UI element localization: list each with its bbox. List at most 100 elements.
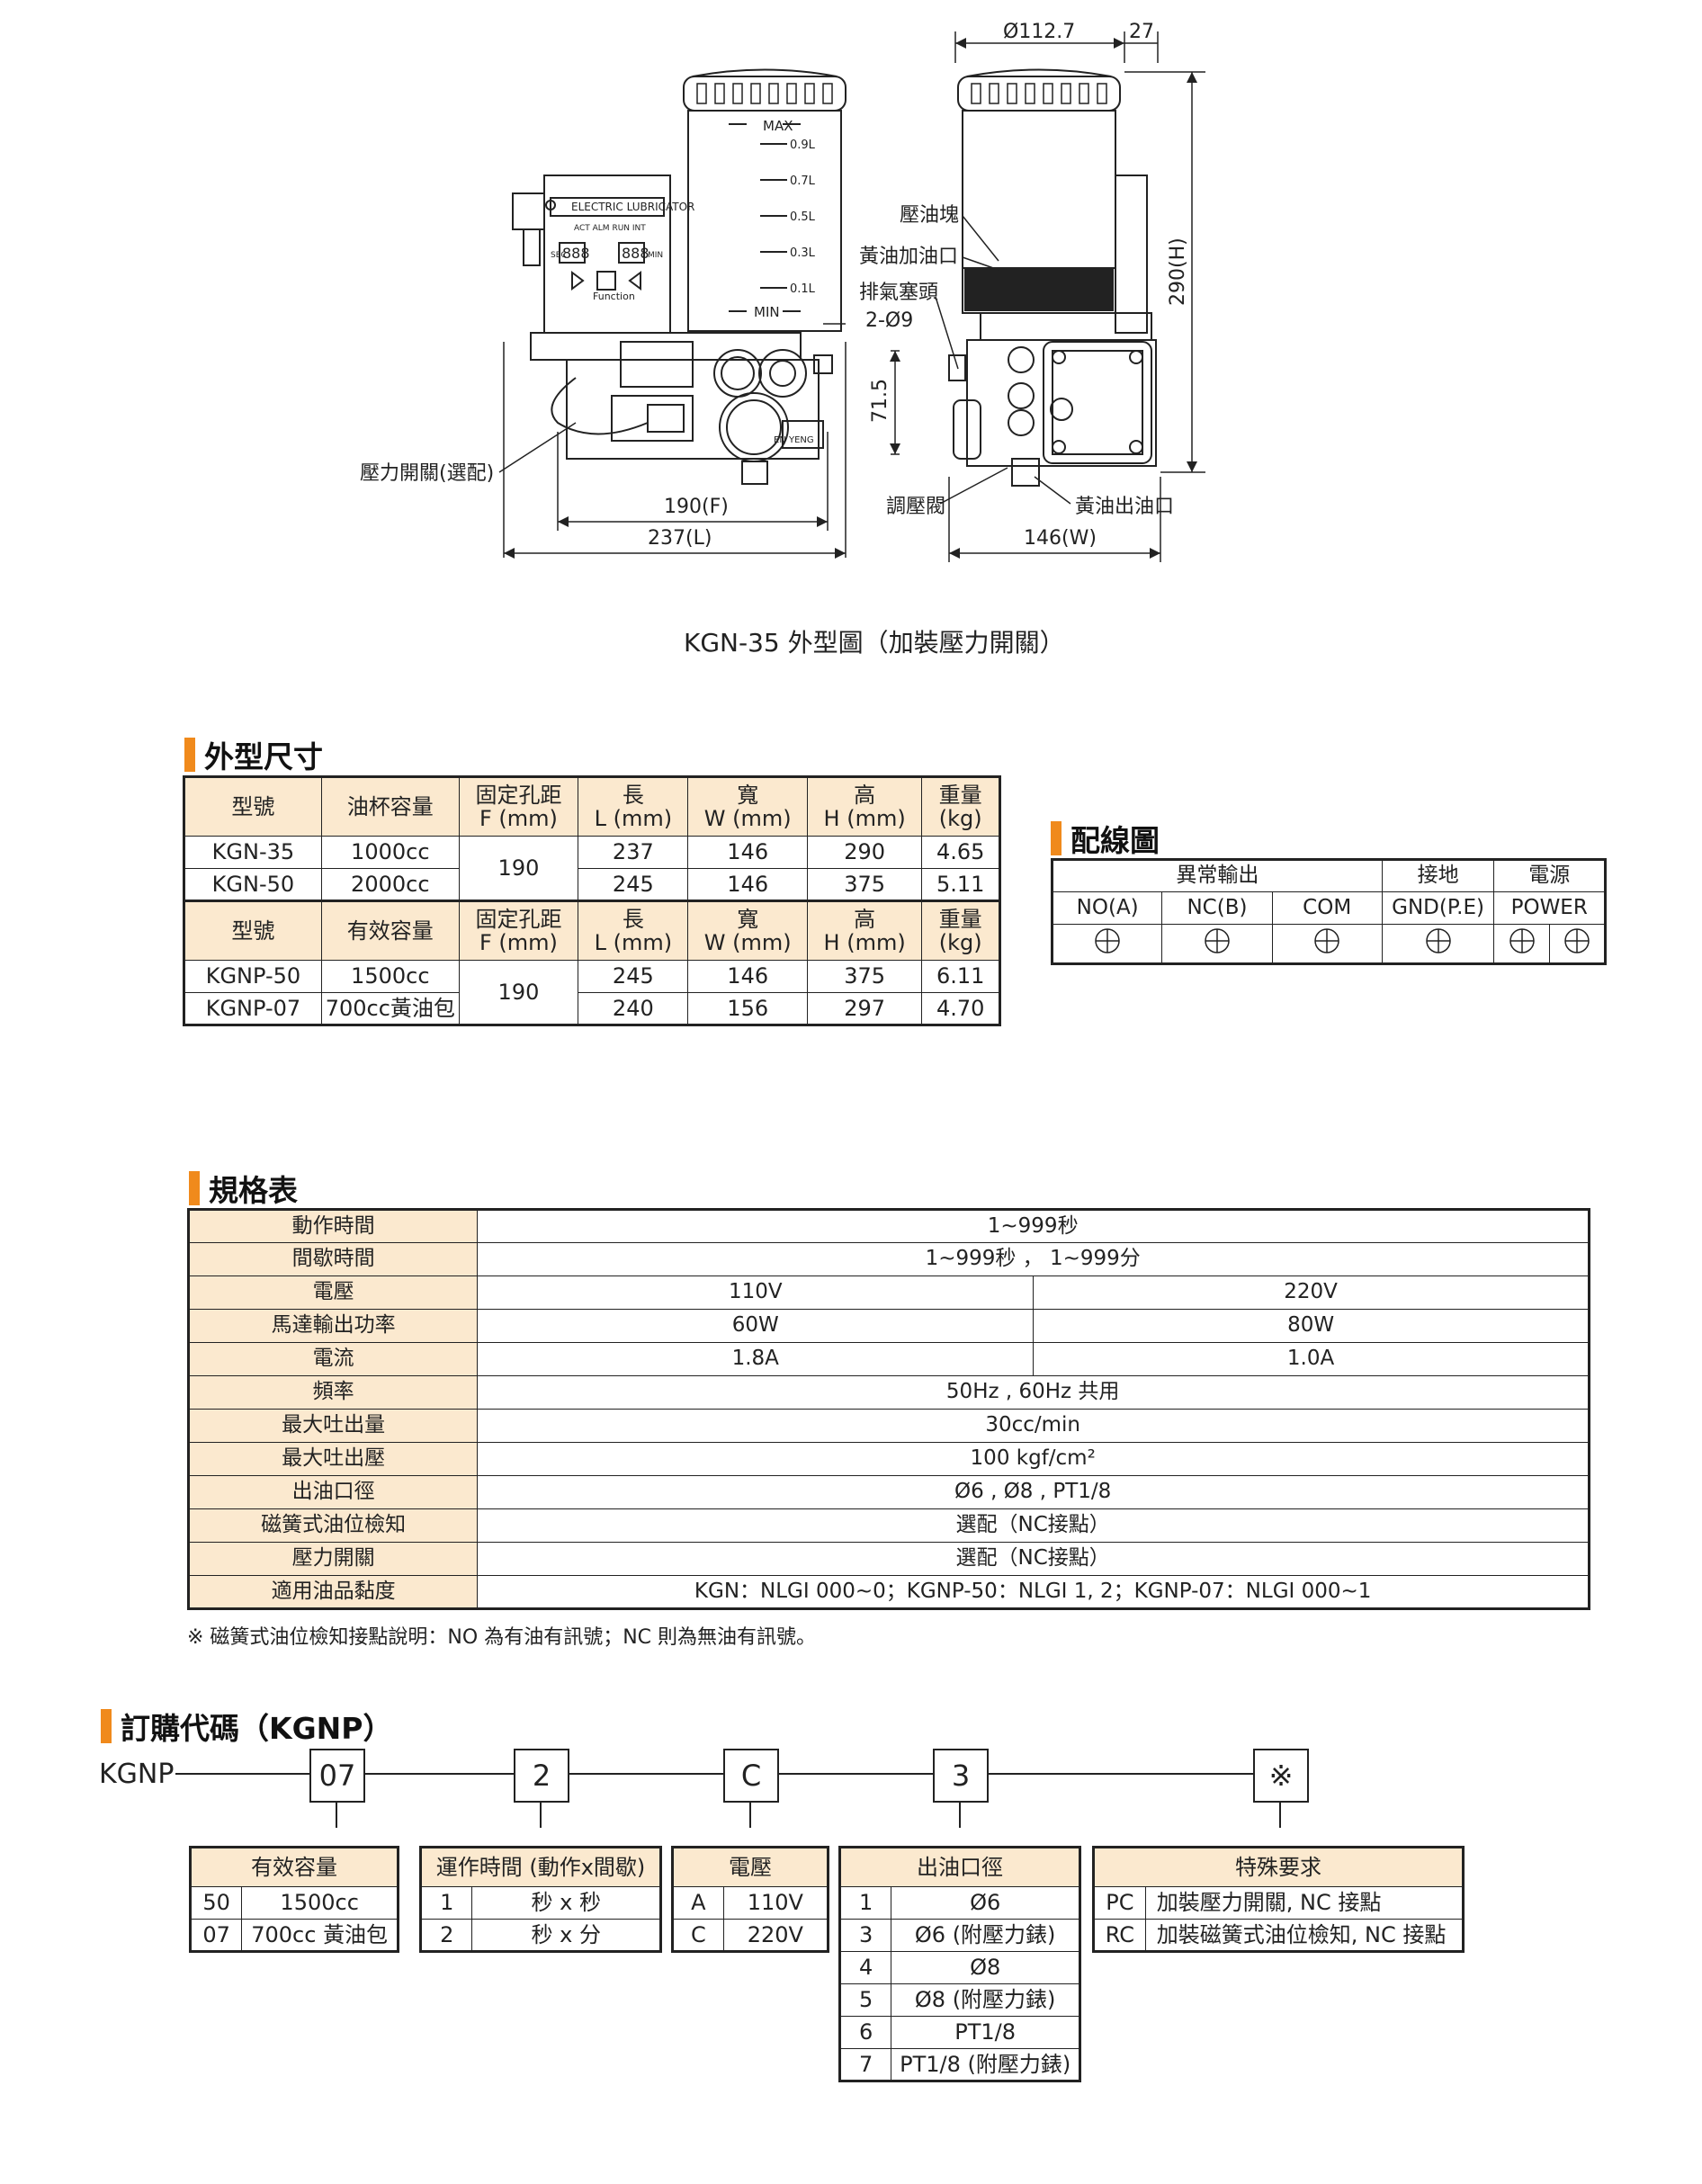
spec-note: ※ 磁簧式油位檢知接點說明：NO 為有油有訊號；NC 則為無油有訊號。 xyxy=(187,1626,817,1649)
terminal-screw-icon xyxy=(1549,924,1606,964)
dim-146-w: 146(W) xyxy=(1024,527,1097,550)
callout-pressure-valve: 調壓閥 xyxy=(886,496,945,518)
group-alarm-output: 異常輸出 xyxy=(1052,859,1383,892)
cell-hole-pitch: 190 xyxy=(458,836,579,901)
order-section-header: 訂購代碼（KGNP） xyxy=(101,1705,392,1748)
cell-capacity: 700cc黃油包 xyxy=(320,992,460,1025)
desc-cell: 秒 x 秒 xyxy=(471,1886,661,1920)
cell-width: 146 xyxy=(687,868,808,901)
desc-cell: Ø8 (附壓力錶) xyxy=(891,1983,1080,2017)
spec-value-220v: 220V xyxy=(1033,1275,1590,1310)
callout-pressure-block: 壓油塊 xyxy=(900,204,959,227)
spec-value: Ø6 , Ø8 , PT1/8 xyxy=(477,1475,1590,1509)
desc-cell: 秒 x 分 xyxy=(471,1919,661,1952)
col-weight: 重量 (kg) xyxy=(921,776,1000,837)
spec-title: 規格表 xyxy=(209,1173,298,1208)
cell-model: KGN-50 xyxy=(184,868,322,901)
spec-label: 電流 xyxy=(187,1342,479,1376)
spec-label: 磁簧式油位檢知 xyxy=(187,1508,479,1543)
code-special-box: ※ xyxy=(1253,1749,1309,1803)
col-model: 型號 xyxy=(184,776,322,837)
section-marker xyxy=(189,1171,200,1205)
cell-model: KGN-35 xyxy=(184,836,322,869)
tank-mark-01: 0.1L xyxy=(790,282,816,296)
wiring-title: 配線圖 xyxy=(1070,823,1160,858)
wiring-symbol-row xyxy=(1051,924,1606,964)
callout-holes: 2-Ø9 xyxy=(865,309,913,332)
spec-label: 間歇時間 xyxy=(187,1242,479,1276)
cell-length: 245 xyxy=(578,960,689,993)
cell-weight: 4.70 xyxy=(921,992,1000,1025)
table-row: 磁簧式油位檢知選配（NC接點） xyxy=(187,1508,1590,1543)
desc-cell: 110V xyxy=(722,1886,829,1920)
outlet-header: 出油口徑 xyxy=(839,1847,1080,1887)
dimensions-header-row-2: 型號 有效容量 固定孔距 F (mm) 長 L (mm) 寬 W (mm) 高 … xyxy=(184,900,1000,961)
terminal-screw-icon xyxy=(1381,924,1495,964)
dim-190-f: 190(F) xyxy=(664,496,729,518)
cell-capacity: 1500cc xyxy=(320,960,460,993)
col-width: 寬 W (mm) xyxy=(687,900,808,961)
dim-27: 27 xyxy=(1129,21,1154,43)
desc-cell: PT1/8 (附壓力錶) xyxy=(891,2048,1080,2081)
tank-mark-min: MIN xyxy=(754,304,780,320)
dimensions-header-row: 型號 油杯容量 固定孔距 F (mm) 長 L (mm) 寬 W (mm) 高 … xyxy=(184,776,1000,837)
table-row: KGNP-07 700cc黃油包 240 156 297 4.70 xyxy=(184,992,1000,1025)
cell-height: 297 xyxy=(806,992,923,1025)
spec-value-110v: 60W xyxy=(477,1309,1035,1343)
col-height: 高 H (mm) xyxy=(806,900,923,961)
controller-digits-1: 888 xyxy=(562,245,590,262)
code-cell: RC xyxy=(1093,1919,1146,1952)
terminal-gnd: GND(P.E) xyxy=(1381,891,1495,925)
code-cell: 4 xyxy=(838,1951,892,1984)
code-cell: C xyxy=(672,1919,724,1952)
col-length: 長 L (mm) xyxy=(578,900,689,961)
spec-value: 1~999秒 ， 1~999分 xyxy=(477,1242,1590,1276)
col-hole-pitch: 固定孔距 F (mm) xyxy=(458,776,579,837)
spec-label: 壓力開關 xyxy=(187,1542,479,1576)
section-marker xyxy=(1051,821,1062,855)
code-cell: 2 xyxy=(419,1919,473,1952)
cell-capacity: 1000cc xyxy=(320,836,460,869)
spec-label: 動作時間 xyxy=(187,1209,479,1243)
callout-grease-inlet: 黃油加油口 xyxy=(859,246,958,268)
col-hole-pitch: 固定孔距 F (mm) xyxy=(458,900,579,961)
terminal-no: NO(A) xyxy=(1051,891,1163,925)
spec-value: KGN：NLGI 000~0；KGNP-50：NLGI 1, 2；KGNP-07… xyxy=(477,1575,1590,1609)
desc-cell: 加裝磁簧式油位檢知, NC 接點 xyxy=(1144,1919,1465,1952)
code-cell: 07 xyxy=(189,1919,243,1952)
controller-sec: SEC xyxy=(551,251,567,260)
capacity-header: 有效容量 xyxy=(190,1847,399,1887)
dim-290-h: 290(H) xyxy=(1167,237,1189,306)
table-row: 壓力開關選配（NC接點） xyxy=(187,1542,1590,1576)
desc-cell: 220V xyxy=(722,1919,829,1952)
spec-value-110v: 110V xyxy=(477,1275,1035,1310)
code-cell: 1 xyxy=(419,1886,473,1920)
spec-label: 適用油品黏度 xyxy=(187,1575,479,1609)
tank-mark-05: 0.5L xyxy=(790,210,816,224)
cell-width: 146 xyxy=(687,836,808,869)
code-capacity-box: 07 xyxy=(309,1749,365,1803)
controller-min: MIN xyxy=(648,251,663,260)
cell-length: 240 xyxy=(578,992,689,1025)
col-length: 長 L (mm) xyxy=(578,776,689,837)
code-voltage-box: C xyxy=(723,1749,779,1803)
desc-cell: Ø6 (附壓力錶) xyxy=(891,1919,1080,1952)
callout-vent-plug: 排氣塞頭 xyxy=(859,282,938,304)
wiring-section-header: 配線圖 xyxy=(1051,817,1160,860)
desc-cell: 加裝壓力開關, NC 接點 xyxy=(1144,1886,1465,1920)
tank-mark-07: 0.7L xyxy=(790,175,816,188)
dim-diameter-112-7: Ø112.7 xyxy=(1003,21,1075,43)
wiring-table: 異常輸出 接地 電源 NO(A) NC(B) COM GND(P.E) POWE… xyxy=(1051,858,1607,965)
desc-cell: PT1/8 xyxy=(891,2016,1080,2049)
desc-cell: 1500cc xyxy=(241,1886,399,1920)
